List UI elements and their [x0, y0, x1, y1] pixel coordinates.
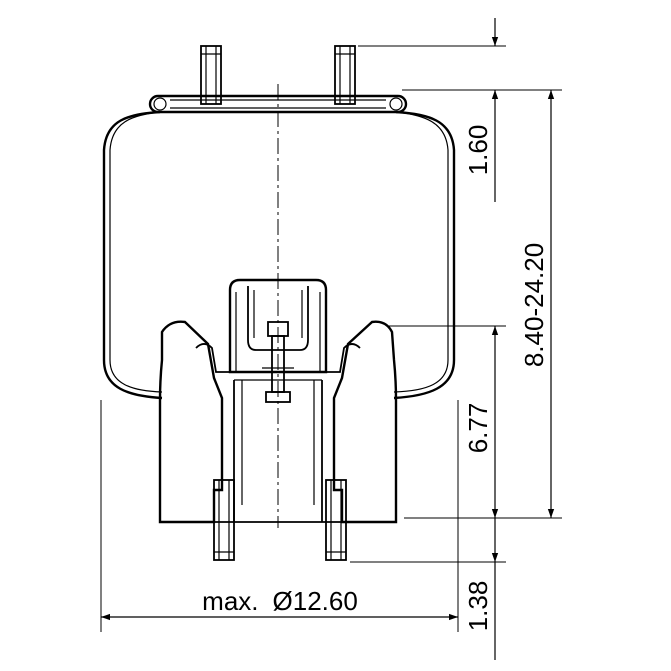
bottom-stud-left	[213, 479, 235, 561]
dimension-label-top-offset: 1.60	[463, 125, 493, 176]
top-stud-right	[334, 45, 356, 105]
dimension-label-bottom-offset: 1.38	[463, 581, 493, 632]
top-stud-left	[200, 45, 222, 105]
dimension-top-offset: 1.60	[463, 18, 499, 202]
dimension-lower-height: 6.77	[463, 326, 499, 518]
dimension-label-height-range: 8.40-24.20	[519, 243, 549, 367]
dimension-bottom-offset: 1.38	[463, 518, 499, 660]
dimension-label-lower-height: 6.77	[463, 403, 493, 454]
dimension-height-range: 8.40-24.20	[519, 90, 555, 518]
dimension-diameter: max. Ø12.60	[101, 586, 458, 621]
diameter-value: 12.60	[293, 586, 358, 616]
extension-lines	[100, 45, 562, 632]
bottom-stud-right	[325, 479, 347, 561]
diameter-symbol: Ø	[273, 586, 293, 616]
diameter-prefix: max.	[202, 586, 258, 616]
rubber-bellow	[102, 110, 456, 400]
top-mounting-studs	[200, 45, 356, 105]
dimension-label-diameter: max. Ø12.60	[202, 586, 358, 616]
bottom-mounting-studs	[213, 479, 347, 561]
